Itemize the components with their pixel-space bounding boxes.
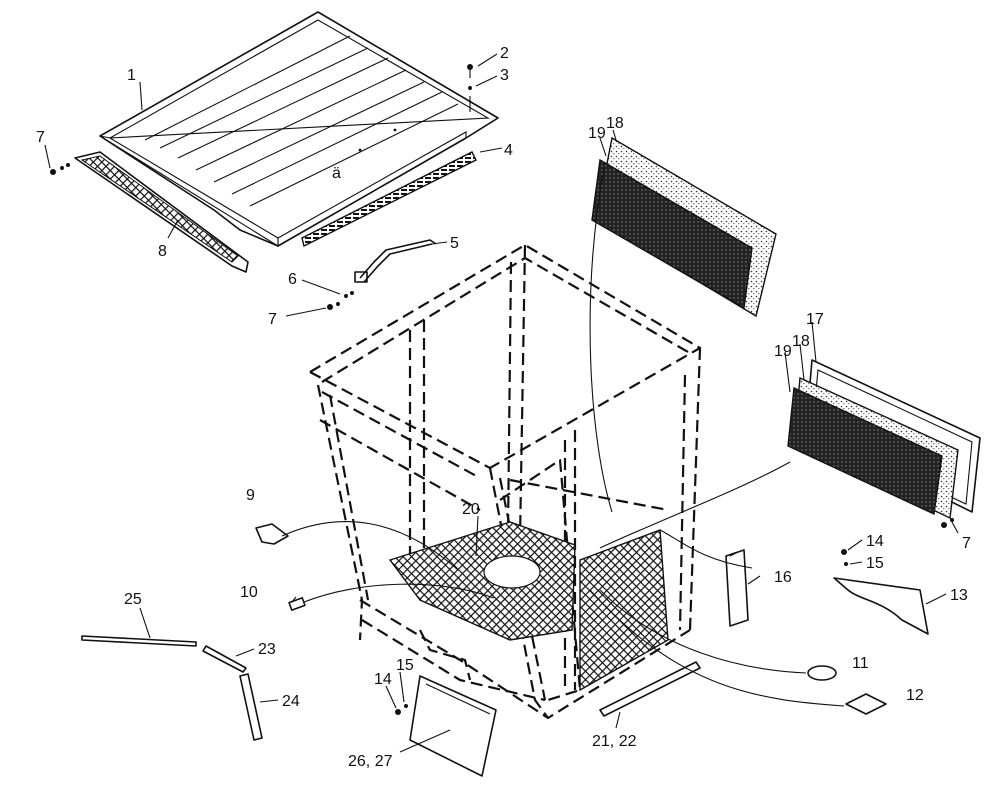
- window-panel-upper: [591, 136, 777, 318]
- bracket-handle: [354, 239, 437, 283]
- callout-2: 2: [500, 45, 509, 62]
- callout-15-left: 15: [396, 657, 414, 674]
- callout-11: 11: [852, 655, 869, 672]
- callout-24: 24: [282, 693, 300, 710]
- callout-25: 25: [124, 591, 142, 608]
- callout-21-22: 21, 22: [592, 733, 637, 750]
- callout-18-upper: 18: [606, 115, 624, 132]
- leader-lines: [44, 53, 959, 753]
- svg-text:ä: ä: [332, 165, 341, 182]
- corner-plate: [833, 577, 929, 635]
- floor-mat: [388, 521, 669, 692]
- callout-13: 13: [950, 587, 968, 604]
- vent-strip: [301, 151, 477, 248]
- callout-14-right: 14: [866, 533, 884, 550]
- callout-10: 10: [240, 584, 258, 601]
- side-cover-plate: [725, 549, 749, 627]
- callout-18-lower: 18: [792, 333, 810, 350]
- callout-3: 3: [500, 67, 509, 84]
- callout-14-left: 14: [374, 671, 392, 688]
- callout-16: 16: [774, 569, 792, 586]
- callout-20: 20: [462, 501, 480, 518]
- callout-1: 1: [127, 67, 136, 84]
- callout-19-lower: 19: [774, 343, 792, 360]
- callout-26-27: 26, 27: [348, 753, 393, 770]
- callout-15-right: 15: [866, 555, 884, 572]
- callout-7-roof: 7: [36, 129, 45, 146]
- callout-23: 23: [258, 641, 276, 658]
- callout-6: 6: [288, 271, 297, 288]
- callout-17: 17: [806, 311, 824, 328]
- fasteners: [50, 64, 954, 715]
- step-cover: [409, 675, 497, 777]
- roof-panel: ä: [99, 11, 499, 247]
- trim-strips: [81, 635, 701, 741]
- callout-7-window: 7: [962, 535, 971, 552]
- window-panel-lower: [787, 359, 981, 520]
- callout-8: 8: [158, 243, 167, 260]
- cover-plates: [255, 523, 887, 715]
- callout-19-upper: 19: [588, 125, 606, 142]
- callout-4: 4: [504, 142, 513, 159]
- callout-labels: 1 2 3 4 5 6 7 7 7 8 9 10 11 12 13 14 14 …: [36, 45, 971, 770]
- front-visor: [74, 151, 249, 273]
- callout-7-bracket: 7: [268, 311, 277, 328]
- callout-5: 5: [450, 235, 459, 252]
- callout-9: 9: [246, 487, 255, 504]
- callout-12: 12: [906, 687, 924, 704]
- cab-frame: [309, 243, 702, 720]
